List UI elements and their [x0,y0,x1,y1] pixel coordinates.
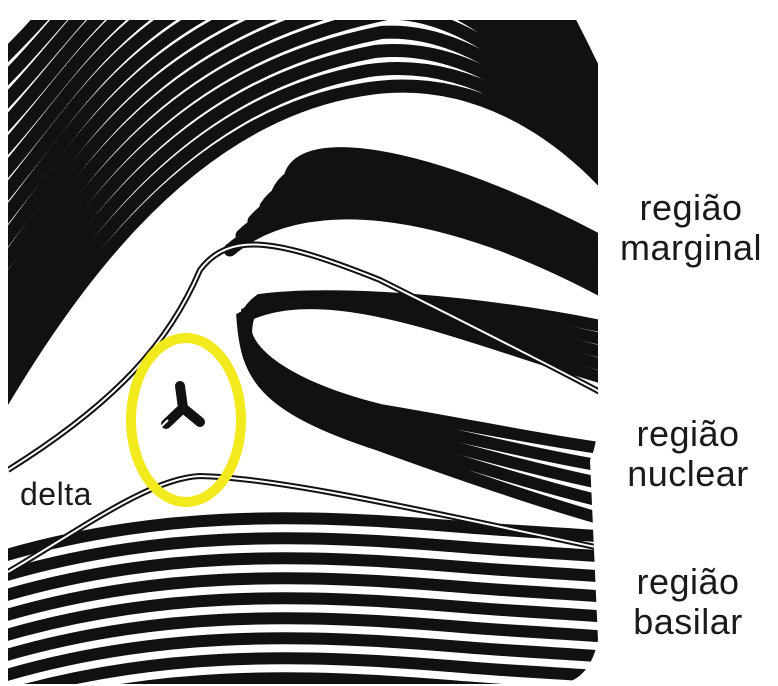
label-nuclear-line1: região [598,414,778,454]
label-marginal-line2: marginal [604,228,778,268]
label-marginal-line1: região [604,188,778,228]
label-basilar-region: região basilar [606,562,770,642]
label-basilar-line1: região [606,562,770,602]
label-nuclear-region: região nuclear [598,414,778,494]
label-nuclear-line2: nuclear [598,454,778,494]
label-basilar-line2: basilar [606,602,770,642]
label-delta: delta [20,474,92,514]
label-marginal-region: região marginal [604,188,778,268]
